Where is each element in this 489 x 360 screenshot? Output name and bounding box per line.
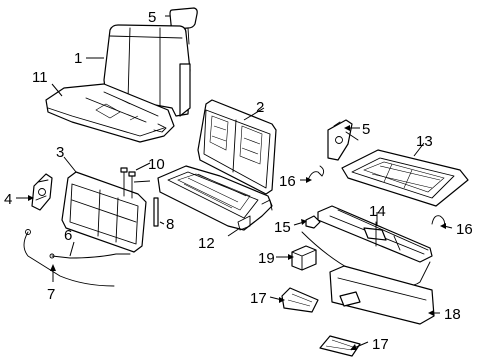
callout-16-lower: 16 xyxy=(456,221,473,238)
clip xyxy=(305,215,321,229)
callout-8: 8 xyxy=(166,216,174,233)
release-cable-lower xyxy=(23,229,115,287)
recliner-bracket xyxy=(327,119,359,161)
bolts xyxy=(120,167,136,199)
callout-6: 6 xyxy=(64,227,72,244)
headrest xyxy=(169,7,198,46)
callout-1: 1 xyxy=(74,50,82,67)
callout-9: 5 xyxy=(148,9,156,26)
callout-17-lower: 17 xyxy=(372,336,389,353)
latch-block xyxy=(291,245,317,271)
leader-lines xyxy=(16,15,453,350)
trim-bracket-upper xyxy=(281,287,319,313)
trim-bracket-lower xyxy=(319,335,361,357)
release-cable-upper xyxy=(49,253,131,259)
callout-5: 5 xyxy=(362,121,370,138)
cushion-frame xyxy=(157,165,273,231)
callout-19: 19 xyxy=(258,250,275,267)
seat-track xyxy=(317,205,433,263)
callout-18: 18 xyxy=(444,306,461,323)
callout-2: 2 xyxy=(256,99,264,116)
callout-11: 11 xyxy=(32,69,48,86)
cover-panel xyxy=(329,265,435,325)
callout-7: 7 xyxy=(47,286,55,303)
hinge-bracket-left xyxy=(31,173,53,211)
callout-12: 12 xyxy=(198,235,215,252)
seat-cushion xyxy=(45,83,175,143)
back-frame-panel xyxy=(61,171,147,253)
callout-15: 15 xyxy=(274,219,291,236)
callout-3: 3 xyxy=(56,144,64,161)
callout-14: 14 xyxy=(369,203,386,220)
pin xyxy=(153,197,159,227)
seat-back-frame xyxy=(197,99,277,195)
callout-4: 4 xyxy=(4,191,12,208)
hook-upper xyxy=(307,165,325,181)
cushion-pan xyxy=(341,149,469,207)
callout-labels: 5 1 11 2 3 4 5 10 13 8 6 7 12 14 16 16 1… xyxy=(4,9,473,353)
callout-13: 13 xyxy=(416,133,433,150)
callout-10: 10 xyxy=(148,156,165,173)
callout-16-upper: 16 xyxy=(279,173,296,190)
hook-lower xyxy=(431,215,445,227)
callout-17-upper: 17 xyxy=(250,290,267,307)
